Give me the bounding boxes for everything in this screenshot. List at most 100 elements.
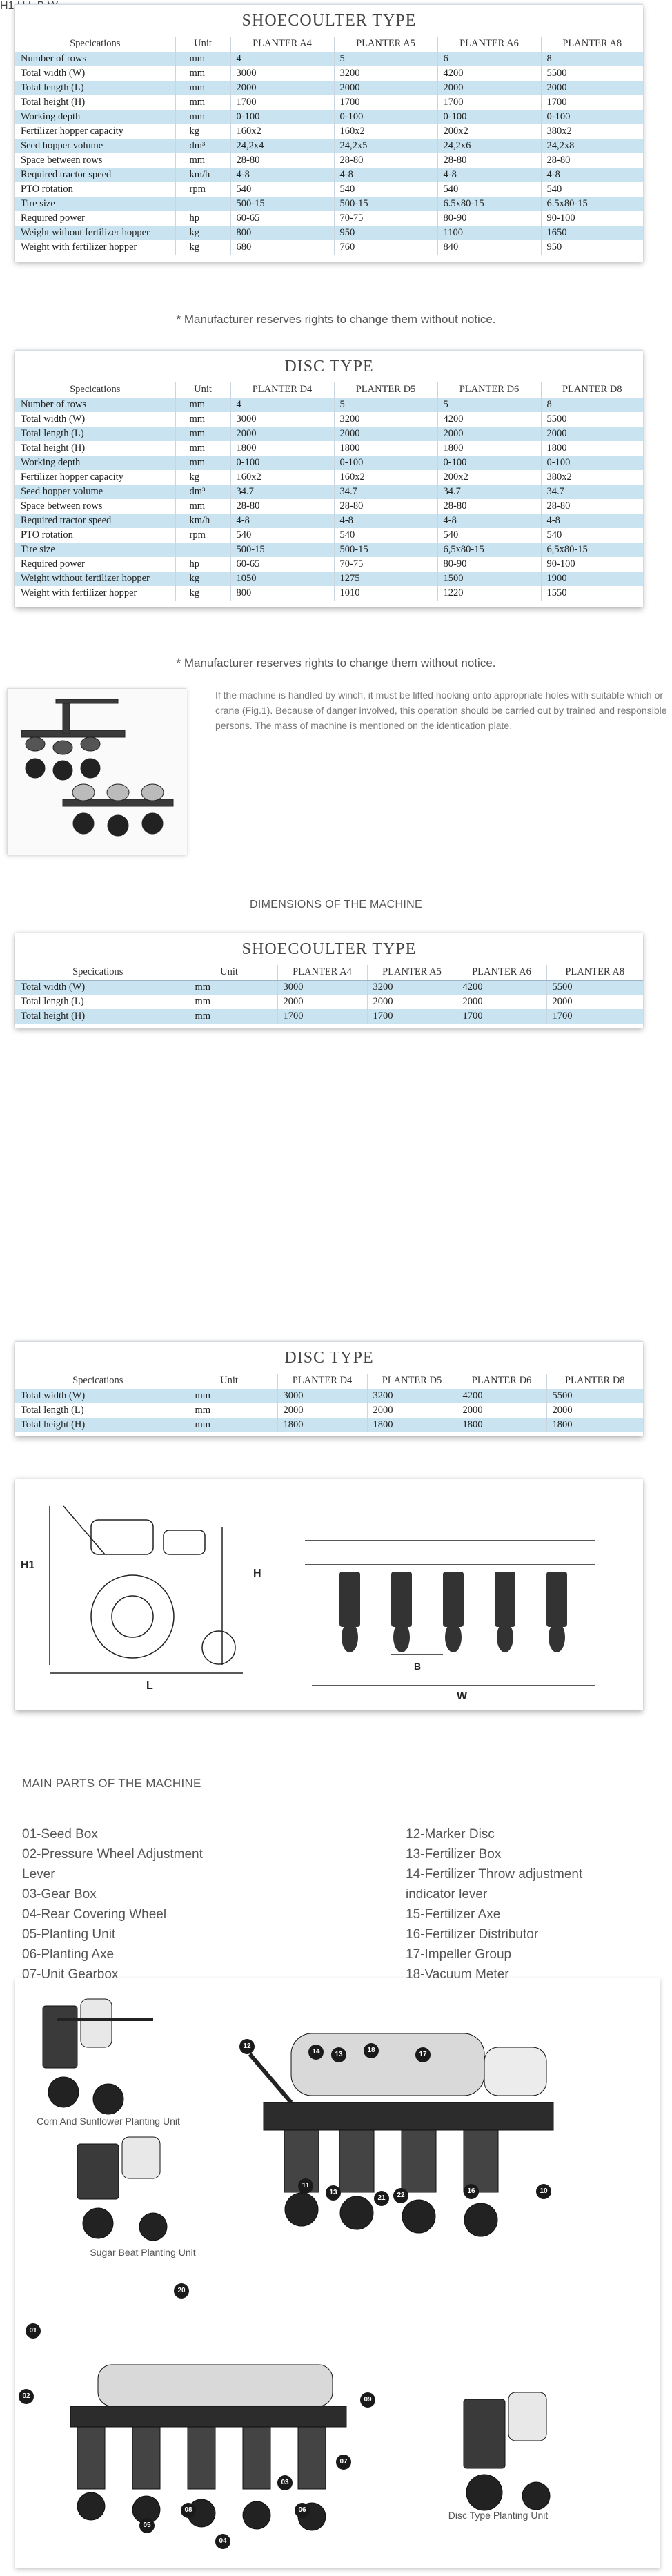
part-item: 16-Fertilizer Distributor xyxy=(406,1927,539,1942)
unit-cell: rpm xyxy=(175,528,230,543)
value-cell: 1220 xyxy=(437,586,541,601)
unit-cell: kg xyxy=(175,240,230,255)
value-cell: 1900 xyxy=(540,572,643,586)
value-cell: 2000 xyxy=(230,81,334,95)
value-cell: 28-80 xyxy=(437,499,541,514)
spec-name-cell: Number of rows xyxy=(15,398,175,412)
spec-name-cell: Seed hopper volume xyxy=(15,139,175,153)
value-cell: 24,2x8 xyxy=(540,139,643,153)
disc-drawing-label-w: W xyxy=(457,1690,468,1702)
spec-name-cell: Required tractor speed xyxy=(15,168,175,182)
value-cell: 540 xyxy=(230,528,334,543)
value-cell: 28-80 xyxy=(437,153,541,168)
unit-cell: mm xyxy=(175,427,230,441)
value-cell: 28-80 xyxy=(540,153,643,168)
value-cell: 4 xyxy=(230,52,334,66)
value-cell: 4200 xyxy=(456,980,546,995)
column-header: PLANTER D8 xyxy=(546,1374,643,1389)
value-cell: 2000 xyxy=(277,1403,367,1418)
value-cell: 500-15 xyxy=(230,197,334,211)
value-cell: 1800 xyxy=(277,1418,367,1432)
column-header: PLANTER A8 xyxy=(546,965,643,981)
unit-cell: mm xyxy=(180,1403,277,1418)
unit-cell: mm xyxy=(175,441,230,456)
unit-cell: kg xyxy=(175,470,230,485)
value-cell: 1700 xyxy=(540,95,643,110)
value-cell: 5500 xyxy=(540,66,643,81)
spec-name-cell: Total width (W) xyxy=(15,980,181,995)
unit-cell: mm xyxy=(175,66,230,81)
part-item: 02-Pressure Wheel Adjustment xyxy=(22,1847,203,1862)
spec-name-cell: Number of rows xyxy=(15,52,175,66)
spec-name-cell: Weight with fertilizer hopper xyxy=(21,587,137,598)
value-cell: 500-15 xyxy=(230,543,334,557)
value-cell: 800 xyxy=(230,586,334,601)
value-cell: 24,2x4 xyxy=(230,139,334,153)
value-cell: 4-8 xyxy=(540,514,643,528)
part-item: 03-Gear Box xyxy=(22,1887,97,1902)
value-cell: 34.7 xyxy=(540,485,643,499)
value-cell: 680 xyxy=(230,240,334,255)
value-cell: 540 xyxy=(540,528,643,543)
unit-cell: km/h xyxy=(175,514,230,528)
main-parts-heading: MAIN PARTS OF THE MACHINE xyxy=(22,1777,201,1790)
value-cell: 34.7 xyxy=(230,485,334,499)
column-header: PLANTER A4 xyxy=(230,37,334,52)
unit-cell: mm xyxy=(175,81,230,95)
spec-name-cell: Total width (W) xyxy=(15,1389,181,1403)
value-cell: 2000 xyxy=(437,81,541,95)
spec-name-cell: Total width (W) xyxy=(21,68,86,79)
value-cell: 1700 xyxy=(456,1009,546,1024)
callout-01: 01 xyxy=(26,2323,41,2339)
value-cell: 540 xyxy=(437,528,541,543)
planting-units-panel: Corn And Sunflower Planting Unit Sugar B… xyxy=(15,1978,660,2568)
part-item: Lever xyxy=(22,1867,55,1882)
value-cell: 4-8 xyxy=(437,168,541,182)
value-cell: 34.7 xyxy=(333,485,437,499)
value-cell: 1010 xyxy=(333,586,437,601)
value-cell: 160x2 xyxy=(333,124,437,139)
value-cell: 2000 xyxy=(546,995,643,1009)
spec-name-cell: Required power xyxy=(21,213,86,224)
column-header: Specications xyxy=(15,1374,181,1389)
value-cell: 1700 xyxy=(333,95,437,110)
planter-lifting-photo xyxy=(7,688,187,855)
value-cell: 4-8 xyxy=(333,514,437,528)
part-item: indicator lever xyxy=(406,1887,488,1902)
caption-disc-unit: Disc Type Planting Unit xyxy=(448,2510,549,2521)
part-item: 07-Unit Gearbox xyxy=(22,1967,119,1982)
value-cell: 4-8 xyxy=(437,514,541,528)
spec-name-cell: Space between rows xyxy=(21,155,103,166)
value-cell: 1800 xyxy=(456,1418,546,1432)
spec-name-cell: Total width (W) xyxy=(21,413,86,425)
column-header: PLANTER A5 xyxy=(366,965,457,981)
spec-name-cell: Working depth xyxy=(15,110,175,124)
spec-name-cell: Required tractor speed xyxy=(15,514,175,528)
value-cell: 6.5x80-15 xyxy=(540,197,643,211)
value-cell: 6,5x80-15 xyxy=(540,543,643,557)
unit-cell: mm xyxy=(175,153,230,168)
value-cell: 200x2 xyxy=(437,470,541,485)
part-item: 12-Marker Disc xyxy=(406,1827,495,1842)
value-cell: 500-15 xyxy=(333,197,437,211)
value-cell: 540 xyxy=(230,182,334,197)
callout-22: 22 xyxy=(393,2188,408,2203)
spec-name-cell: Fertilizer hopper capacity xyxy=(21,126,123,137)
value-cell: 70-75 xyxy=(333,211,437,226)
